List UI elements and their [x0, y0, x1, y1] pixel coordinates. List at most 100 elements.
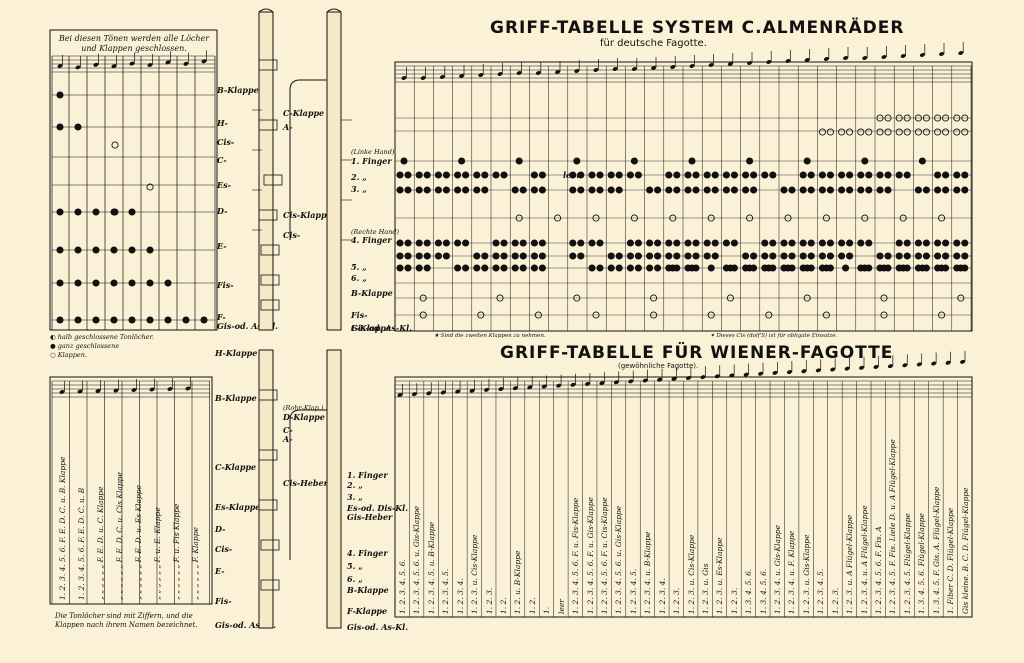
top-chart-note-head	[689, 64, 695, 68]
closed-hole-dot	[454, 239, 462, 247]
closed-hole-dot	[961, 239, 969, 247]
closed-hole-dot	[634, 252, 642, 260]
closed-hole-dot	[826, 252, 834, 260]
left-key-label-lower: Cis-	[215, 544, 233, 554]
mid-key-label-lower: Cis-Heber	[283, 478, 328, 488]
top-chart-note-head	[843, 56, 849, 60]
closed-hole-dot	[200, 316, 208, 324]
open-key-dot	[903, 128, 911, 136]
closed-hole-dot	[918, 264, 926, 272]
key-mechanism	[260, 244, 280, 256]
closed-hole-dot	[500, 171, 508, 179]
closed-hole-dot	[803, 157, 811, 165]
closed-hole-dot	[423, 252, 431, 260]
closed-hole-dot	[838, 252, 846, 260]
closed-hole-dot	[634, 171, 642, 179]
closed-hole-dot	[434, 186, 442, 194]
closed-hole-dot	[626, 252, 634, 260]
closed-hole-dot	[92, 279, 100, 287]
top-chart-note-head	[766, 60, 772, 64]
bottom-chart-note-head	[945, 360, 951, 365]
top-chart-note-head	[900, 54, 906, 58]
open-key-dot	[899, 214, 907, 222]
top-left-note-head	[147, 63, 153, 67]
left-key-label: F-	[217, 312, 226, 322]
open-key-dot	[914, 128, 922, 136]
open-key-dot	[765, 311, 773, 319]
left-key-label: B-Klappe	[217, 85, 259, 95]
closed-hole-dot	[654, 186, 662, 194]
closed-hole-dot	[707, 264, 715, 272]
closed-hole-dot	[942, 171, 950, 179]
key-mechanism	[260, 299, 280, 311]
closed-hole-dot	[799, 239, 807, 247]
key-mechanism	[260, 274, 280, 286]
closed-hole-dot	[746, 157, 754, 165]
closed-hole-dot	[934, 186, 942, 194]
closed-hole-dot	[895, 252, 903, 260]
bottom-left-note-head	[59, 390, 65, 394]
top-chart-note-head	[919, 53, 925, 57]
mid-key-label-lower: A-	[283, 434, 293, 444]
closed-hole-dot	[481, 186, 489, 194]
closed-hole-dot	[780, 252, 788, 260]
closed-hole-dot	[953, 252, 961, 260]
bassoon-wing-joint	[258, 11, 274, 331]
right-key-label: (Rechte Hand)	[351, 228, 400, 236]
key-mechanism	[258, 499, 278, 511]
closed-hole-dot	[669, 264, 677, 272]
closed-hole-dot	[665, 239, 673, 247]
legend-closed: ● ganz geschlossene	[50, 342, 120, 350]
open-key-dot	[846, 128, 854, 136]
bottom-left-note-head	[95, 389, 101, 393]
right-key-label: 3. „	[351, 184, 367, 194]
closed-hole-dot	[884, 171, 892, 179]
closed-hole-dot	[822, 264, 830, 272]
open-key-dot	[884, 114, 892, 122]
right-key-label: Gis-od. As-Kl.	[351, 323, 413, 333]
closed-hole-dot	[607, 252, 615, 260]
bassoon-bell-top	[326, 8, 342, 13]
top-chart-note-head	[401, 76, 407, 80]
closed-hole-dot	[646, 264, 654, 272]
top-chart-note-head	[555, 70, 561, 74]
closed-hole-dot	[110, 246, 118, 254]
right-key-label-lower: 5. „	[347, 561, 363, 571]
key-mechanism	[258, 119, 278, 131]
closed-hole-dot	[780, 239, 788, 247]
closed-hole-dot	[742, 252, 750, 260]
closed-hole-dot	[519, 264, 527, 272]
closed-hole-dot	[481, 252, 489, 260]
bottom-chart-note-head	[729, 373, 735, 378]
bottom-left-table-frame	[49, 376, 213, 605]
closed-hole-dot	[492, 252, 500, 260]
closed-hole-dot	[473, 186, 481, 194]
closed-hole-dot	[765, 264, 773, 272]
closed-hole-dot	[473, 264, 481, 272]
closed-hole-dot	[434, 239, 442, 247]
bottom-chart-note-head	[426, 391, 432, 396]
closed-hole-dot	[423, 239, 431, 247]
top-left-note-head	[75, 65, 81, 70]
closed-hole-dot	[922, 239, 930, 247]
bottom-chart-note-head	[498, 387, 504, 392]
footnote-right: ✦ Dieses Cis (dolf'S) ist für obligate E…	[710, 333, 838, 339]
bocal-curve-lower	[289, 409, 327, 560]
closed-hole-dot	[799, 171, 807, 179]
left-key-label-lower: D-	[215, 524, 226, 534]
closed-hole-dot	[56, 316, 64, 324]
right-key-label: Fis-	[351, 310, 368, 320]
open-key-dot	[630, 214, 638, 222]
closed-hole-dot	[538, 264, 546, 272]
closed-hole-dot	[722, 239, 730, 247]
closed-hole-dot	[454, 171, 462, 179]
closed-hole-dot	[953, 171, 961, 179]
closed-hole-dot	[799, 186, 807, 194]
closed-hole-dot	[654, 239, 662, 247]
closed-hole-dot	[615, 186, 623, 194]
closed-hole-dot	[961, 186, 969, 194]
closed-hole-dot	[818, 186, 826, 194]
open-key-dot	[419, 294, 427, 302]
top-chart-note-head	[420, 76, 426, 80]
mid-key-label-lower: D-Klappe	[283, 412, 325, 422]
